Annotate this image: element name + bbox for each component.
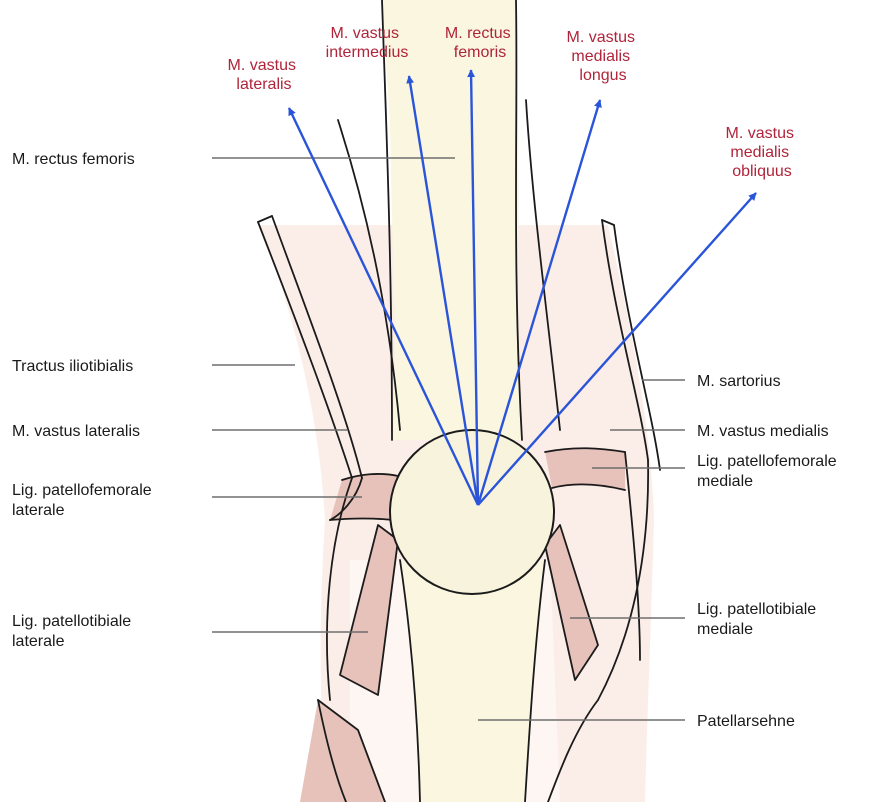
patellar-tendon-shape xyxy=(400,560,545,802)
label-vastus-lateralis: M. vastus lateralis xyxy=(12,423,140,440)
arrow-label-vastus-medialis-obliquus: M. vastus medialis obliquus xyxy=(726,125,799,180)
label-lig-patellotibiale-mediale: Lig. patellotibiale mediale xyxy=(697,601,821,638)
arrow-label-vastus-lateralis: M. vastus lateralis xyxy=(228,57,301,93)
patella xyxy=(390,430,554,594)
label-lig-patellofemorale-mediale: Lig. patellofemorale mediale xyxy=(697,453,841,490)
left-labels: M. rectus femoris Tractus iliotibialis M… xyxy=(12,151,156,650)
label-tractus-iliotibialis: Tractus iliotibialis xyxy=(12,358,133,375)
label-lig-patellofemorale-laterale: Lig. patellofemorale laterale xyxy=(12,482,156,519)
knee-illustration xyxy=(258,0,660,802)
right-labels: M. sartorius M. vastus medialis Lig. pat… xyxy=(697,373,841,730)
label-rectus-femoris: M. rectus femoris xyxy=(12,151,135,168)
label-lig-patellotibiale-laterale: Lig. patellotibiale laterale xyxy=(12,613,136,650)
arrow-label-vastus-medialis-longus: M. vastus medialis longus xyxy=(567,29,640,84)
label-sartorius: M. sartorius xyxy=(697,373,781,390)
label-vastus-medialis: M. vastus medialis xyxy=(697,423,829,440)
central-quadriceps xyxy=(382,0,522,440)
label-patellarsehne: Patellarsehne xyxy=(697,713,795,730)
